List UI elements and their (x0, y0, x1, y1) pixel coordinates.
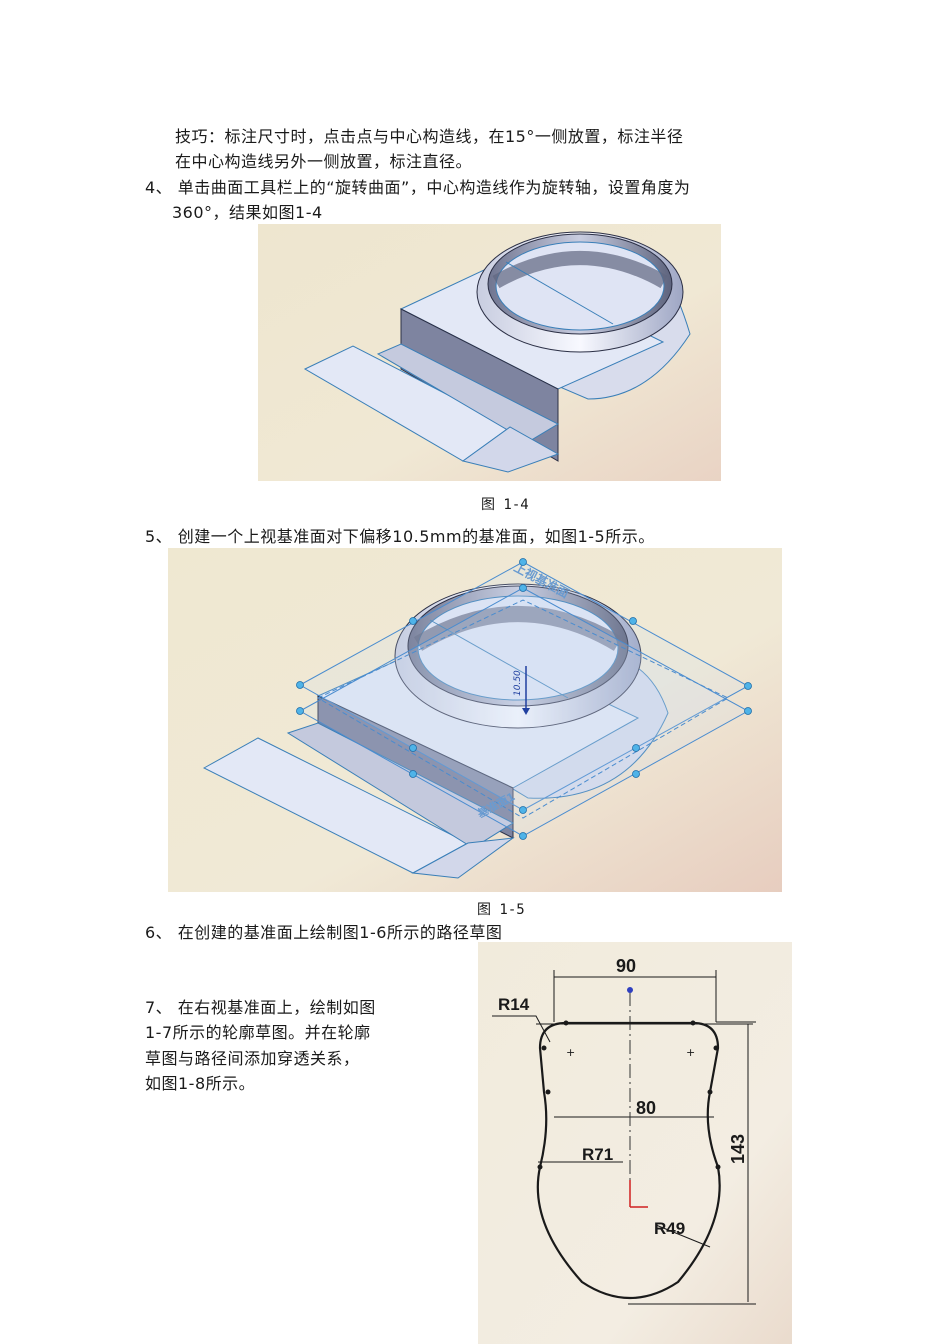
figure-1-5-caption: 图 1-5 (477, 902, 525, 918)
dimension-90: 90 (616, 956, 636, 976)
dimension-143: 143 (728, 1134, 748, 1164)
step-7-line-4: 如图1-8所示。 (145, 1074, 256, 1093)
step-4-line-1: 4、 单击曲面工具栏上的“旋转曲面”，中心构造线作为旋转轴，设置角度为 (145, 178, 691, 197)
step-5-line: 5、 创建一个上视基准面对下偏移10.5mm的基准面，如图1-5所示。 (145, 527, 655, 546)
dimension-r49: R49 (654, 1219, 685, 1238)
step-6-line: 6、 在创建的基准面上绘制图1-6所示的路径草图 (145, 923, 503, 942)
dimension-r14: R14 (498, 995, 530, 1014)
tip-line-2: 在中心构造线另外一侧放置，标注直径。 (175, 152, 473, 171)
step-7-line-2: 1-7所示的轮廓草图。并在轮廓 (145, 1023, 371, 1042)
figure-1-4 (258, 224, 721, 481)
figure-path-sketch: + + 90 R14 80 R71 143 R49 (478, 942, 792, 1344)
dimension-r71: R71 (582, 1145, 613, 1164)
tip-line-1: 技巧：标注尺寸时，点击点与中心构造线，在15°一侧放置，标注半径 (175, 127, 684, 146)
figure-1-4-caption: 图 1-4 (481, 497, 529, 513)
figure-1-5: 10.50 上视基准面 基准面1 (168, 548, 782, 892)
step-7-line-3: 草图与路径间添加穿透关系， (145, 1049, 360, 1068)
step-7-line-1: 7、 在右视基准面上，绘制如图 (145, 998, 376, 1017)
svg-text:+: + (566, 1046, 575, 1059)
step-4-line-2: 360°，结果如图1-4 (172, 203, 323, 222)
svg-text:+: + (686, 1046, 695, 1059)
offset-dimension-label: 10.50 (513, 670, 523, 696)
dimension-80: 80 (636, 1098, 656, 1118)
